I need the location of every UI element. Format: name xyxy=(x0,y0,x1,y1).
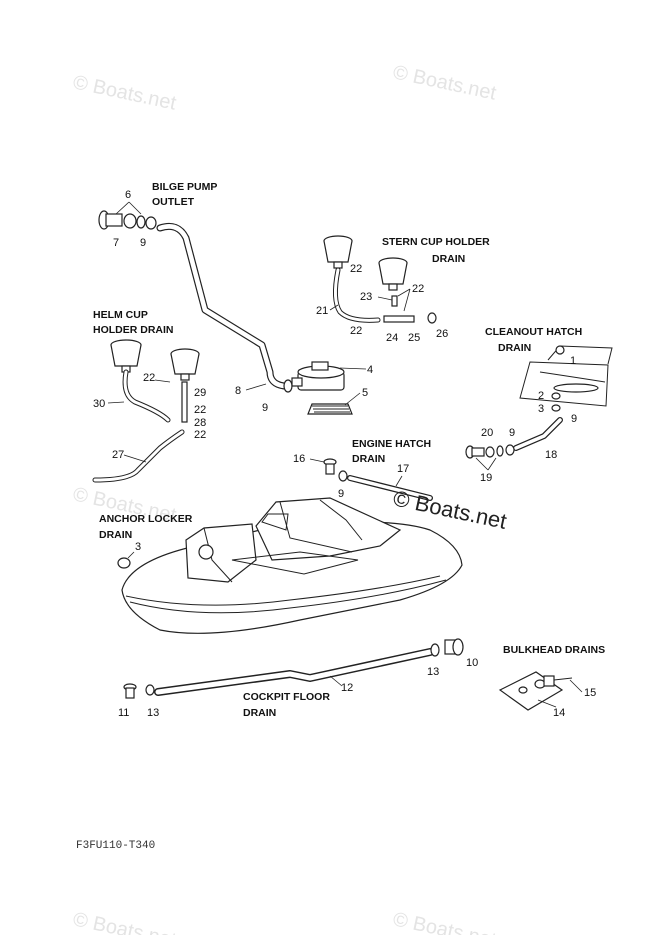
bilge-pump xyxy=(291,361,353,415)
part-number-19: 19 xyxy=(480,472,492,484)
part-number-9-hatch: 9 xyxy=(571,413,577,425)
label-cleanout-hatch-2: DRAIN xyxy=(498,342,531,354)
hatch-outlet-19 xyxy=(465,444,515,459)
label-stern-cup-holder-2: DRAIN xyxy=(432,253,465,265)
label-helm-cup: HELM CUP xyxy=(93,309,148,321)
clamp-9 xyxy=(283,379,293,393)
part-number-20: 20 xyxy=(481,427,493,439)
part-number-9-outlet: 9 xyxy=(140,237,146,249)
label-cockpit-floor-2: DRAIN xyxy=(243,707,276,719)
cockpit-fitting-11 xyxy=(123,683,155,699)
anchor-locker-drain-fitting xyxy=(117,557,131,569)
part-number-9-pump: 9 xyxy=(262,402,268,414)
cleanout-deck-section xyxy=(519,345,613,407)
label-engine-hatch-2: DRAIN xyxy=(352,453,385,465)
cockpit-hose-12 xyxy=(155,649,433,695)
label-anchor-locker-2: DRAIN xyxy=(99,529,132,541)
part-number-24: 24 xyxy=(386,332,398,344)
label-bilge-pump-outlet-2: OUTLET xyxy=(152,196,195,208)
part-number-21: 21 xyxy=(316,305,328,317)
watermark-top-left: © Boats.net xyxy=(71,71,179,114)
label-helm-cup-2: HOLDER DRAIN xyxy=(93,324,174,336)
label-engine-hatch: ENGINE HATCH xyxy=(352,438,431,450)
stern-outlet xyxy=(427,312,437,324)
part-number-13-left: 13 xyxy=(147,707,159,719)
part-number-8: 8 xyxy=(235,385,241,397)
part-number-29: 29 xyxy=(194,387,206,399)
part-number-3: 3 xyxy=(135,541,141,553)
part-number-9-engine: 9 xyxy=(338,488,344,500)
part-number-22-helm-b: 22 xyxy=(194,404,206,416)
part-number-22-helm-c: 22 xyxy=(194,429,206,441)
helm-hose-27 xyxy=(93,430,184,482)
bulkhead-drain-assembly xyxy=(498,671,573,711)
helm-cup-holder-left xyxy=(110,339,142,373)
part-number-5: 5 xyxy=(362,387,368,399)
label-bilge-pump-outlet: BILGE PUMP xyxy=(152,181,217,193)
part-number-12: 12 xyxy=(341,682,353,694)
part-number-26: 26 xyxy=(436,328,448,340)
part-number-22-helm-a: 22 xyxy=(143,372,155,384)
part-number-9-hatch-b: 9 xyxy=(509,427,515,439)
part-number-6: 6 xyxy=(125,189,131,201)
part-number-22-stern-c: 22 xyxy=(350,325,362,337)
part-number-14: 14 xyxy=(553,707,565,719)
hatch-hose-18 xyxy=(514,418,562,450)
part-number-25: 25 xyxy=(408,332,420,344)
stern-cup-holder-left xyxy=(323,235,353,269)
label-cleanout-hatch: CLEANOUT HATCH xyxy=(485,326,582,338)
leader-6 xyxy=(115,201,142,215)
diagram-code: F3FU110-T340 xyxy=(76,840,155,852)
label-bulkhead-drains: BULKHEAD DRAINS xyxy=(503,644,605,656)
part-number-13-right: 13 xyxy=(427,666,439,678)
part-number-22-stern-a: 22 xyxy=(350,263,362,275)
label-cockpit-floor: COCKPIT FLOOR xyxy=(243,691,330,703)
part-number-30: 30 xyxy=(93,398,105,410)
part-number-11: 11 xyxy=(118,707,129,719)
part-number-22-stern-b: 22 xyxy=(412,283,424,295)
part-number-2: 2 xyxy=(538,390,544,402)
part-number-28: 28 xyxy=(194,417,206,429)
engine-hose-17 xyxy=(348,476,432,500)
stern-cup-holder-right xyxy=(378,257,408,291)
part-number-3-hatch: 3 xyxy=(538,403,544,415)
part-number-23: 23 xyxy=(360,291,372,303)
cockpit-fitting-10 xyxy=(430,638,464,657)
fitting-1 xyxy=(555,345,565,355)
watermark-bottom-right: © Boats.net xyxy=(391,908,499,935)
watermark-bottom-left: © Boats.net xyxy=(71,908,179,935)
helm-cup-holder-right xyxy=(170,348,200,381)
part-number-1: 1 xyxy=(570,355,576,367)
part-number-4: 4 xyxy=(367,364,373,376)
stern-hose xyxy=(333,268,380,322)
part-number-27: 27 xyxy=(112,449,124,461)
part-number-16: 16 xyxy=(293,453,305,465)
part-number-17: 17 xyxy=(397,463,409,475)
watermark-top-right: © Boats.net xyxy=(391,61,499,104)
label-anchor-locker: ANCHOR LOCKER xyxy=(99,513,193,525)
stern-tee xyxy=(391,295,398,307)
helm-hose xyxy=(123,370,170,422)
part-number-10: 10 xyxy=(466,657,478,669)
outlet-fitting xyxy=(98,210,157,230)
part-number-7: 7 xyxy=(113,237,119,249)
boat-hull xyxy=(121,497,463,634)
part-number-18: 18 xyxy=(545,449,557,461)
part-number-15: 15 xyxy=(584,687,596,699)
engine-hatch-fitting xyxy=(323,458,348,482)
label-stern-cup-holder: STERN CUP HOLDER xyxy=(382,236,490,248)
